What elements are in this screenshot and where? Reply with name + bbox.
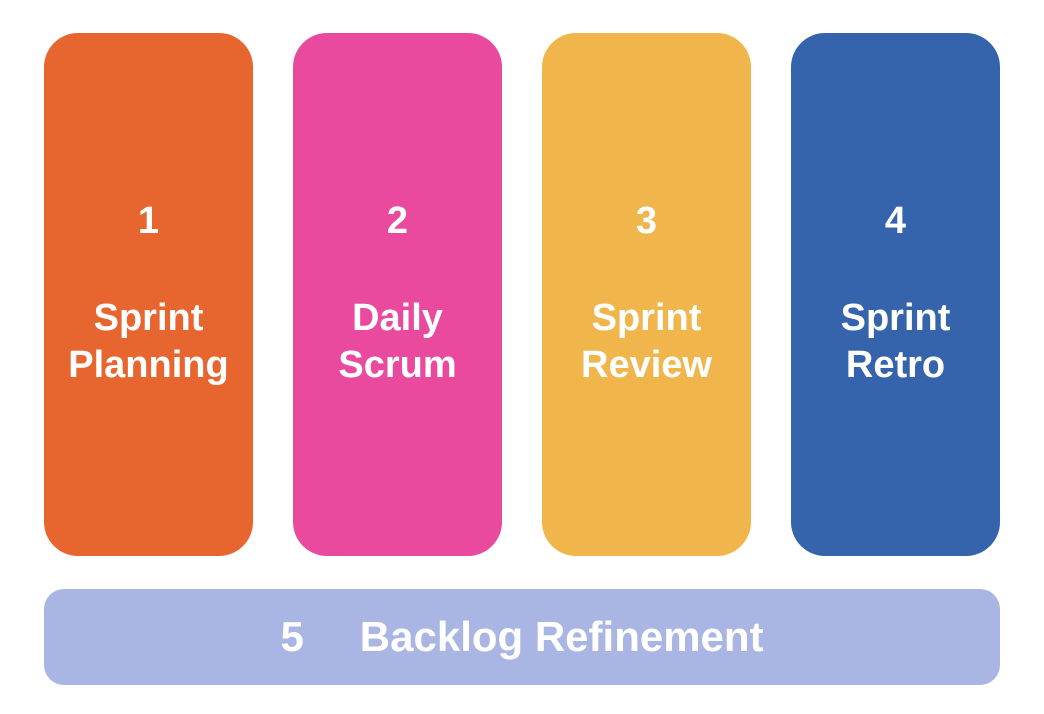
- event-label-line: Review: [581, 344, 712, 387]
- backlog-refinement-bar: 5 Backlog Refinement: [44, 589, 1000, 685]
- event-card-sprint-review: 3 Sprint Review: [542, 33, 751, 556]
- footer-number: 5: [280, 613, 304, 660]
- event-label-line: Sprint: [591, 296, 702, 339]
- event-card-sprint-planning: 1 Sprint Planning: [44, 33, 253, 556]
- event-number: 1: [137, 200, 160, 243]
- event-label: Daily Scrum: [338, 295, 456, 390]
- event-label-line: Sprint: [93, 296, 204, 339]
- event-card-daily-scrum: 2 Daily Scrum: [293, 33, 502, 556]
- event-label: Sprint Retro: [841, 295, 951, 390]
- event-label: Sprint Planning: [68, 295, 228, 390]
- event-label-line: Sprint: [840, 296, 951, 339]
- event-label-line: Daily: [352, 296, 443, 339]
- event-card-sprint-retro: 4 Sprint Retro: [791, 33, 1000, 556]
- event-number: 3: [635, 200, 658, 243]
- event-label-line: Scrum: [338, 344, 457, 387]
- event-label-line: Planning: [68, 344, 229, 387]
- event-number: 2: [386, 200, 409, 243]
- event-cards-row: 1 Sprint Planning 2 Daily Scrum 3 Sprint…: [44, 33, 1000, 556]
- event-label-line: Retro: [845, 344, 946, 387]
- event-label: Sprint Review: [581, 295, 712, 390]
- event-number: 4: [884, 200, 907, 243]
- footer-label: Backlog Refinement: [359, 613, 764, 660]
